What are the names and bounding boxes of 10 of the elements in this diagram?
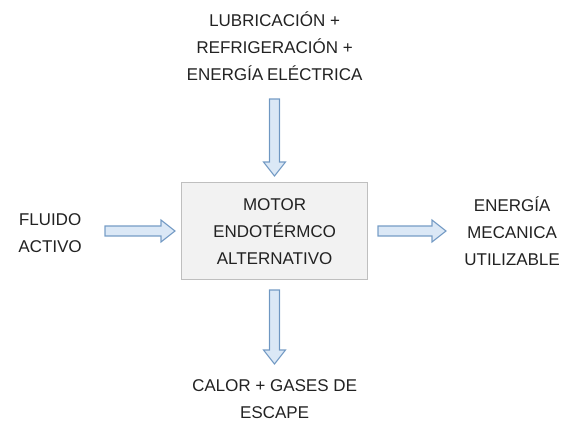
block-arrow	[377, 218, 447, 244]
text-label: CALOR + GASES DE ESCAPE	[191, 375, 358, 424]
box-label: MOTOR ENDOTÉRMCO ALTERNATIVO	[212, 194, 337, 270]
text-label: LUBRICACIÓN + REFRIGERACIÓN + ENERGÍA ELÉCTRICA	[186, 10, 364, 86]
process-box	[181, 182, 368, 280]
block-arrow	[262, 289, 287, 365]
text-label: FLUIDO ACTIVO	[17, 208, 83, 258]
block-arrow	[104, 218, 176, 244]
block-arrow	[262, 98, 287, 177]
text-label: ENERGÍA MECANICA UTILIZABLE	[463, 195, 561, 271]
